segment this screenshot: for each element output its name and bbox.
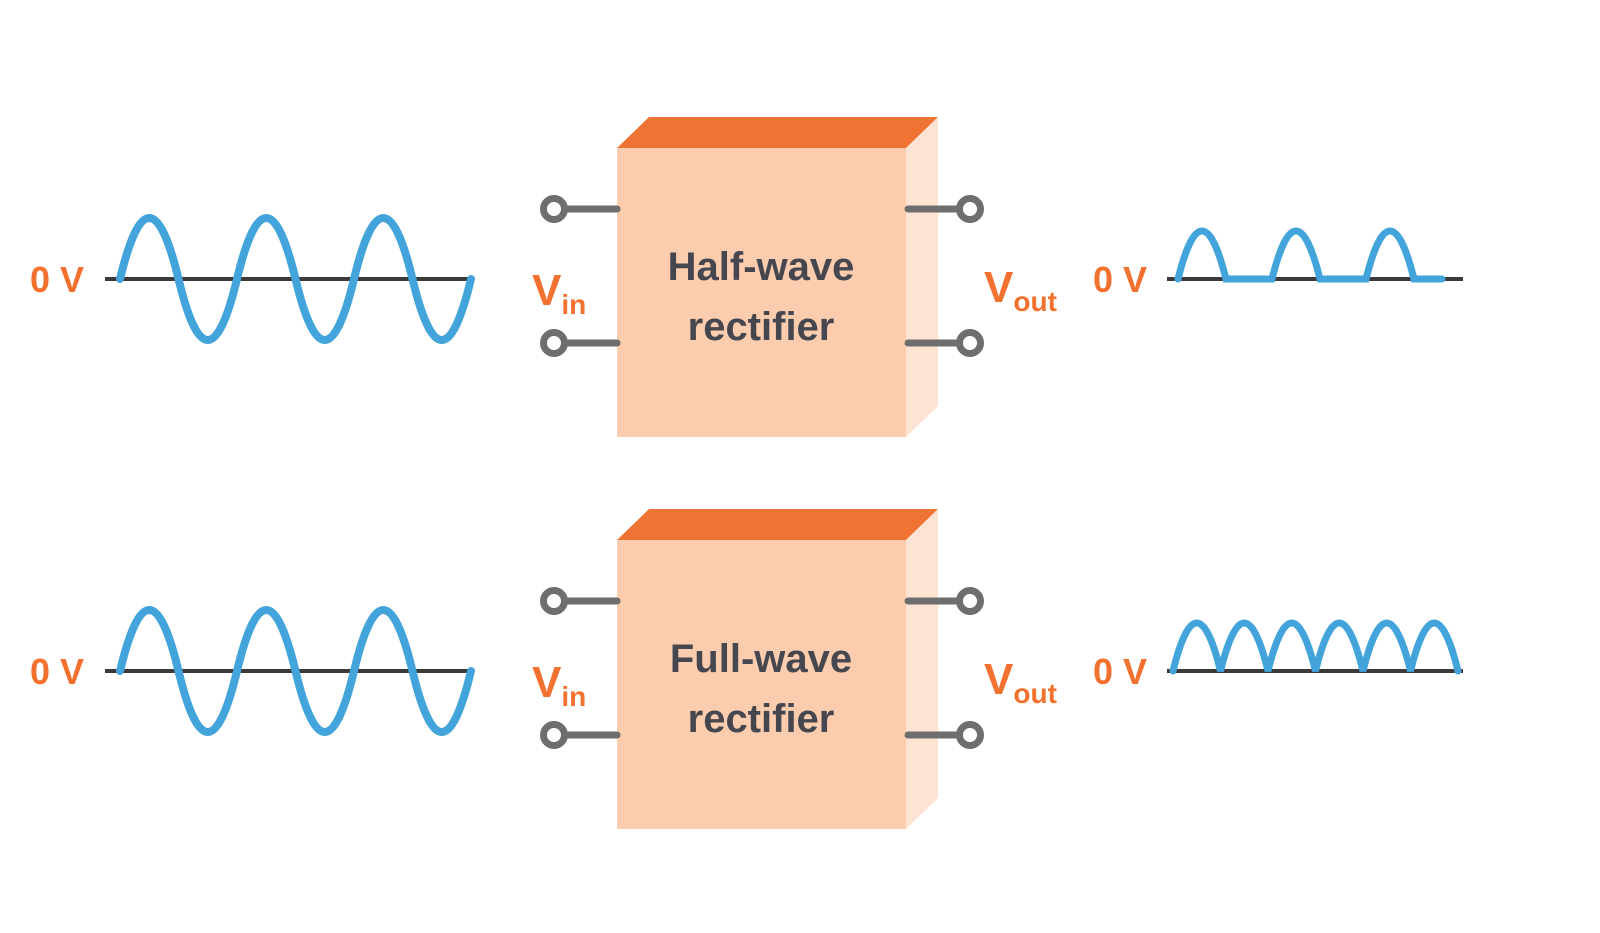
box-title-line1: Half-wave (668, 245, 855, 289)
zero-volt-label: 0 V (1093, 259, 1147, 300)
half-wave-output-signal: 0 V (1093, 227, 1463, 300)
zero-volt-label: 0 V (1093, 651, 1147, 692)
box-top-face (617, 509, 938, 540)
terminal-circle-icon (540, 587, 568, 615)
box-side-face (906, 117, 938, 437)
full-wave-rectifier-box: Full-wave rectifier (617, 509, 938, 829)
vout-label: Vout (984, 655, 1057, 709)
terminal-circle-icon (540, 721, 568, 749)
zero-volt-label: 0 V (30, 259, 84, 300)
half-wave-rectifier-box: Half-wave rectifier (617, 117, 938, 437)
full-wave-terminals (540, 587, 984, 749)
half-wave-row: 0 V Half-wave rectifier Vin Vout (30, 117, 1463, 437)
zero-volt-label: 0 V (30, 651, 84, 692)
vout-label: Vout (984, 263, 1057, 317)
vin-subscript: in (561, 681, 586, 712)
vin-label: Vin (532, 658, 586, 712)
full-wave-input-signal: 0 V (30, 606, 475, 736)
box-side-face (906, 509, 938, 829)
box-front-face (617, 148, 906, 437)
terminal-circle-icon (956, 587, 984, 615)
vin-subscript: in (561, 289, 586, 320)
vout-subscript: out (1013, 678, 1057, 709)
half-wave-input-signal: 0 V (30, 214, 475, 344)
terminal-circle-icon (956, 329, 984, 357)
full-wave-output-signal: 0 V (1093, 619, 1463, 692)
vin-base: V (532, 658, 562, 707)
box-title-line1: Full-wave (670, 637, 852, 681)
vin-label: Vin (532, 266, 586, 320)
vout-base: V (984, 655, 1014, 704)
full-rectified-wave (1169, 619, 1462, 675)
half-rectified-wave (1174, 227, 1446, 283)
half-wave-terminals (540, 195, 984, 357)
vout-subscript: out (1013, 286, 1057, 317)
input-sine-wave (116, 606, 475, 736)
box-title-line2: rectifier (688, 697, 835, 741)
terminal-circle-icon (540, 195, 568, 223)
vout-base: V (984, 263, 1014, 312)
full-wave-row: 0 V Full-wave rectifier Vin Vout (30, 509, 1463, 829)
box-title-line2: rectifier (688, 305, 835, 349)
vin-base: V (532, 266, 562, 315)
input-sine-wave (116, 214, 475, 344)
terminal-circle-icon (956, 195, 984, 223)
box-front-face (617, 540, 906, 829)
terminal-circle-icon (540, 329, 568, 357)
box-top-face (617, 117, 938, 148)
terminal-circle-icon (956, 721, 984, 749)
